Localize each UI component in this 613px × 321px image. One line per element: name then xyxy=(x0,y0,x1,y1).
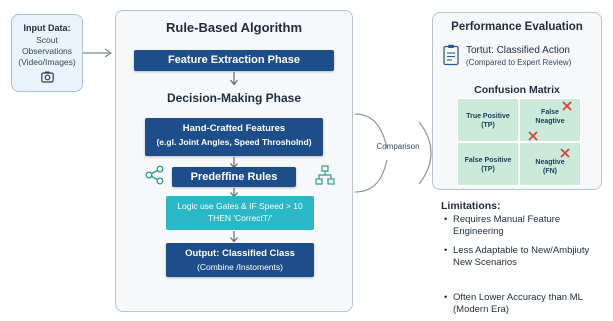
limitation-text: Less Adaptable to New/Ambjiuty New Scena… xyxy=(453,245,590,268)
algorithm-title: Rule-Based Algorithm xyxy=(165,20,303,35)
hand-crafted-features-example: (e.gl. Joint Angles, Speed Throsholnd) xyxy=(156,137,312,147)
true-positive-code: (TP) xyxy=(481,122,495,129)
negative-code: (FN) xyxy=(543,168,557,175)
cross-mark-icon xyxy=(560,148,570,158)
negative-label: Neagtive xyxy=(535,159,565,166)
classified-action-subtitle: (Compared to Expert Review) xyxy=(466,58,572,67)
predefined-rules-label: Predeffine Rules xyxy=(190,171,278,183)
output-title: Output: Classified Class xyxy=(185,248,295,259)
confusion-matrix-grid: True Positive (TP) False Neagtive False … xyxy=(457,98,581,186)
feature-extraction-phase-box: Feature Extraction Phase xyxy=(134,50,334,71)
false-negative-line1: False xyxy=(541,109,559,116)
false-positive-label: False Positive xyxy=(464,157,512,164)
false-positive-code: (TP) xyxy=(481,166,495,173)
hand-crafted-features-title: Hand-Crafted Features xyxy=(182,123,286,134)
input-data-line1: Scout xyxy=(36,35,58,45)
arrow-to-output xyxy=(230,231,238,243)
confusion-matrix-title: Confusion Matrix xyxy=(474,84,560,96)
input-data-line2: Observations xyxy=(21,46,73,56)
comparison-label: Comparison xyxy=(376,142,420,151)
predefined-rules-box: Predeffine Rules xyxy=(172,167,296,187)
limitation-text: Requires Manual Feature Engineering xyxy=(453,214,561,237)
limitation-text: Often Lower Accuracy than ML (Modern Era… xyxy=(453,292,583,315)
false-negative-line2: Neagtive xyxy=(535,118,565,125)
comparison-connector xyxy=(354,113,432,193)
output-classified-class-box: Output: Classified Class (Combine /Insto… xyxy=(166,243,314,277)
input-data-title: Input Data: xyxy=(23,23,71,33)
true-positive-label: True Positive xyxy=(466,113,510,120)
logic-rule-box: Logic use Gates & IF Speed > 10 THEN 'Co… xyxy=(166,196,314,230)
limitations-title: Limitations: xyxy=(441,200,501,212)
decision-making-phase-label: Decision-Making Phase xyxy=(166,91,302,105)
classified-action-title: Tortut: Classified Action xyxy=(466,45,570,56)
camera-icon xyxy=(41,71,54,83)
evaluation-title: Performance Evaluation xyxy=(451,21,583,33)
cross-mark-icon xyxy=(528,131,538,141)
input-data-line3: (Video/Images) xyxy=(18,57,76,67)
output-subtitle: (Combine /Instoments) xyxy=(197,262,283,272)
limitation-item: • Requires Manual Feature Engineering xyxy=(444,214,604,238)
matrix-cell-negative: Neagtive (FN) xyxy=(520,143,580,185)
hierarchy-icon xyxy=(315,165,335,185)
cross-mark-icon xyxy=(562,101,572,111)
hand-crafted-features-box: Hand-Crafted Features (e.gl. Joint Angle… xyxy=(145,118,323,156)
logic-rule-line1: Logic use Gates & IF Speed > 10 xyxy=(177,201,303,211)
feature-extraction-label: Feature Extraction Phase xyxy=(167,54,301,66)
limitation-item: • Less Adaptable to New/Ambjiuty New Sce… xyxy=(444,245,604,269)
clipboard-icon xyxy=(443,44,460,66)
network-icon xyxy=(145,165,165,185)
input-arrow xyxy=(83,48,113,58)
matrix-cell-false-positive: False Positive (TP) xyxy=(458,143,518,185)
arrow-to-decision xyxy=(230,72,238,86)
matrix-cell-true-positive: True Positive (TP) xyxy=(458,99,518,141)
input-data-card: Input Data: Scout Observations (Video/Im… xyxy=(11,14,83,92)
logic-rule-line2: THEN 'CorrectT/' xyxy=(207,213,273,223)
limitation-item: • Often Lower Accuracy than ML (Modern E… xyxy=(444,292,609,316)
